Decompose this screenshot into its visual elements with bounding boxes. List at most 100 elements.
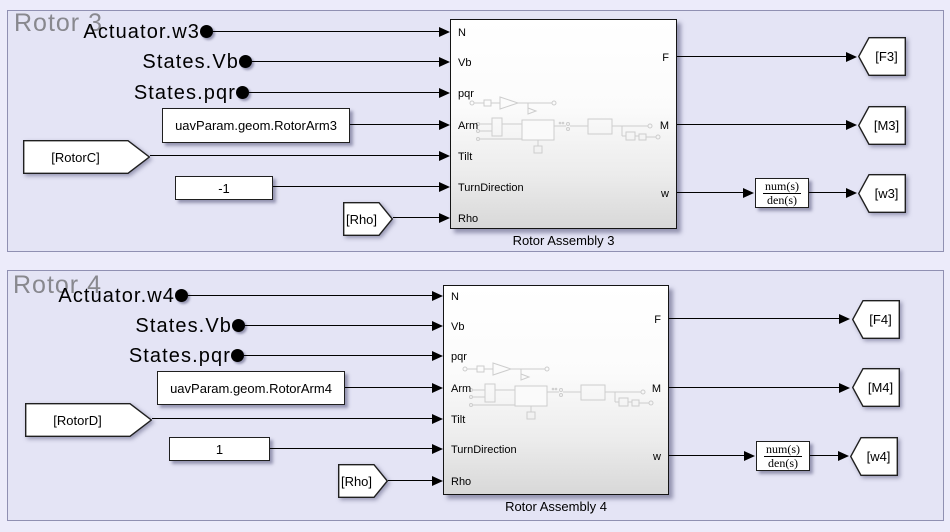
out-port-label-w: w xyxy=(661,188,669,200)
in-port-label-pqr: pqr xyxy=(451,351,467,363)
transfer-fcn-denominator: den(s) xyxy=(768,455,798,470)
block-name-rotor-assembly-3[interactable]: Rotor Assembly 3 xyxy=(512,233,615,248)
signal-line[interactable] xyxy=(810,455,838,457)
constant-block-rotorarm4[interactable]: uavParam.geom.RotorArm4 xyxy=(157,371,345,405)
from-tag-rho3[interactable]: [Rho] xyxy=(343,202,393,236)
arrowhead-icon xyxy=(439,57,450,67)
from-tag-rho4[interactable]: [Rho] xyxy=(338,464,388,498)
in-port-label-arm: Arm xyxy=(458,120,479,132)
arrowhead-icon xyxy=(439,182,450,192)
goto-tag-f3[interactable]: [F3] xyxy=(858,37,906,76)
constant-block-turndirection4[interactable]: 1 xyxy=(169,437,270,461)
arrowhead-icon xyxy=(432,291,443,301)
signal-label-states-pqr[interactable]: States.pqr xyxy=(133,82,236,104)
signal-line[interactable] xyxy=(809,192,846,194)
subsystem-block-rotor-assembly-4[interactable]: N Vb pqr Arm Tilt TurnDirection Rho F M … xyxy=(443,285,669,495)
goto-tag-label: [F4] xyxy=(869,312,892,327)
out-port-label-f: F xyxy=(654,314,661,326)
goto-tag-m3[interactable]: [M3] xyxy=(858,106,906,145)
goto-tag-shape-icon xyxy=(852,300,900,339)
goto-tag-f4[interactable]: [F4] xyxy=(852,300,900,339)
in-port-label-rho: Rho xyxy=(458,213,479,225)
from-tag-label: [Rho] xyxy=(345,211,378,227)
signal-line[interactable] xyxy=(677,192,743,194)
in-port-label-pqr: pqr xyxy=(458,88,474,100)
signal-line[interactable] xyxy=(669,318,839,320)
arrowhead-icon xyxy=(744,451,755,461)
in-port-label-vb: Vb xyxy=(451,321,465,333)
signal-label-actuator-w3[interactable]: Actuator.w3 xyxy=(83,21,200,43)
signal-line[interactable] xyxy=(245,325,432,327)
goto-tag-shape-icon xyxy=(852,368,900,407)
signal-line[interactable] xyxy=(669,455,744,457)
from-tag-rotorc[interactable]: [RotorC] xyxy=(23,140,150,174)
signal-line[interactable] xyxy=(677,56,846,58)
signal-line[interactable] xyxy=(273,186,439,188)
signal-line[interactable] xyxy=(150,155,439,157)
from-tag-label: [RotorC] xyxy=(51,149,100,165)
subsystem-block-rotor-assembly-3[interactable]: N Vb pqr Arm Tilt TurnDirection Rho F M … xyxy=(450,19,677,229)
in-port-label-tilt: Tilt xyxy=(458,151,473,163)
constant-block-rotorarm3[interactable]: uavParam.geom.RotorArm3 xyxy=(162,108,350,143)
goto-tag-label: [w4] xyxy=(866,449,891,464)
signal-line[interactable] xyxy=(244,355,432,357)
signal-label-states-vb[interactable]: States.Vb xyxy=(135,315,232,337)
signal-line[interactable] xyxy=(350,124,439,126)
arrowhead-icon xyxy=(432,444,443,454)
constant-label: uavParam.geom.RotorArm3 xyxy=(175,118,337,133)
signal-line[interactable] xyxy=(188,295,432,297)
signal-line[interactable] xyxy=(388,480,432,482)
signal-line[interactable] xyxy=(252,61,439,63)
goto-tag-m4[interactable]: [M4] xyxy=(852,368,900,407)
out-port-label-f: F xyxy=(662,52,669,64)
transfer-fcn-block-3[interactable]: num(s) den(s) xyxy=(755,178,809,208)
signal-source-dot xyxy=(175,289,188,302)
arrowhead-icon xyxy=(846,188,857,198)
rotor3-area-title: Rotor 3 xyxy=(14,9,103,37)
from-tag-shape-icon xyxy=(343,202,393,236)
out-port-label-m: M xyxy=(659,120,669,132)
from-tag-shape-icon xyxy=(25,403,152,437)
arrowhead-icon xyxy=(839,383,850,393)
goto-tag-w4[interactable]: [w4] xyxy=(850,437,898,476)
signal-line[interactable] xyxy=(152,418,432,420)
arrowhead-icon xyxy=(439,88,450,98)
signal-label-states-vb[interactable]: States.Vb xyxy=(142,51,239,73)
transfer-fcn-denominator: den(s) xyxy=(767,192,797,207)
signal-source-dot xyxy=(200,25,213,38)
arrowhead-icon xyxy=(439,120,450,130)
signal-source-dot xyxy=(232,319,245,332)
signal-line[interactable] xyxy=(270,448,432,450)
transfer-fcn-numerator: num(s) xyxy=(764,441,802,457)
signal-label-actuator-w4[interactable]: Actuator.w4 xyxy=(58,285,175,307)
goto-tag-w3[interactable]: [w3] xyxy=(858,174,906,213)
signal-line[interactable] xyxy=(213,31,439,33)
goto-tag-shape-icon xyxy=(850,437,898,476)
goto-tag-label: [w3] xyxy=(874,186,899,201)
in-port-label-vb: Vb xyxy=(458,57,472,69)
signal-line[interactable] xyxy=(345,387,432,389)
goto-tag-shape-icon xyxy=(858,37,906,76)
constant-block-turndirection3[interactable]: -1 xyxy=(175,176,273,200)
signal-line[interactable] xyxy=(669,387,839,389)
arrowhead-icon xyxy=(432,321,443,331)
out-port-label-m: M xyxy=(651,383,661,395)
out-port-label-w: w xyxy=(653,451,661,463)
signal-line[interactable] xyxy=(393,217,439,219)
arrowhead-icon xyxy=(439,213,450,223)
signal-source-dot xyxy=(231,349,244,362)
signal-label-states-pqr[interactable]: States.pqr xyxy=(128,345,231,367)
signal-source-dot xyxy=(239,55,252,68)
block-name-rotor-assembly-4[interactable]: Rotor Assembly 4 xyxy=(505,499,607,514)
in-port-label-rho: Rho xyxy=(451,476,472,488)
arrowhead-icon xyxy=(439,27,450,37)
arrowhead-icon xyxy=(846,52,857,62)
signal-line[interactable] xyxy=(249,92,439,94)
in-port-label-arm: Arm xyxy=(451,383,472,395)
goto-tag-shape-icon xyxy=(858,106,906,145)
from-tag-rotord[interactable]: [RotorD] xyxy=(25,403,152,437)
in-port-label-n: N xyxy=(458,27,466,39)
transfer-fcn-block-4[interactable]: num(s) den(s) xyxy=(756,441,810,471)
signal-line[interactable] xyxy=(677,124,846,126)
rotor4-area-title: Rotor 4 xyxy=(13,271,102,299)
